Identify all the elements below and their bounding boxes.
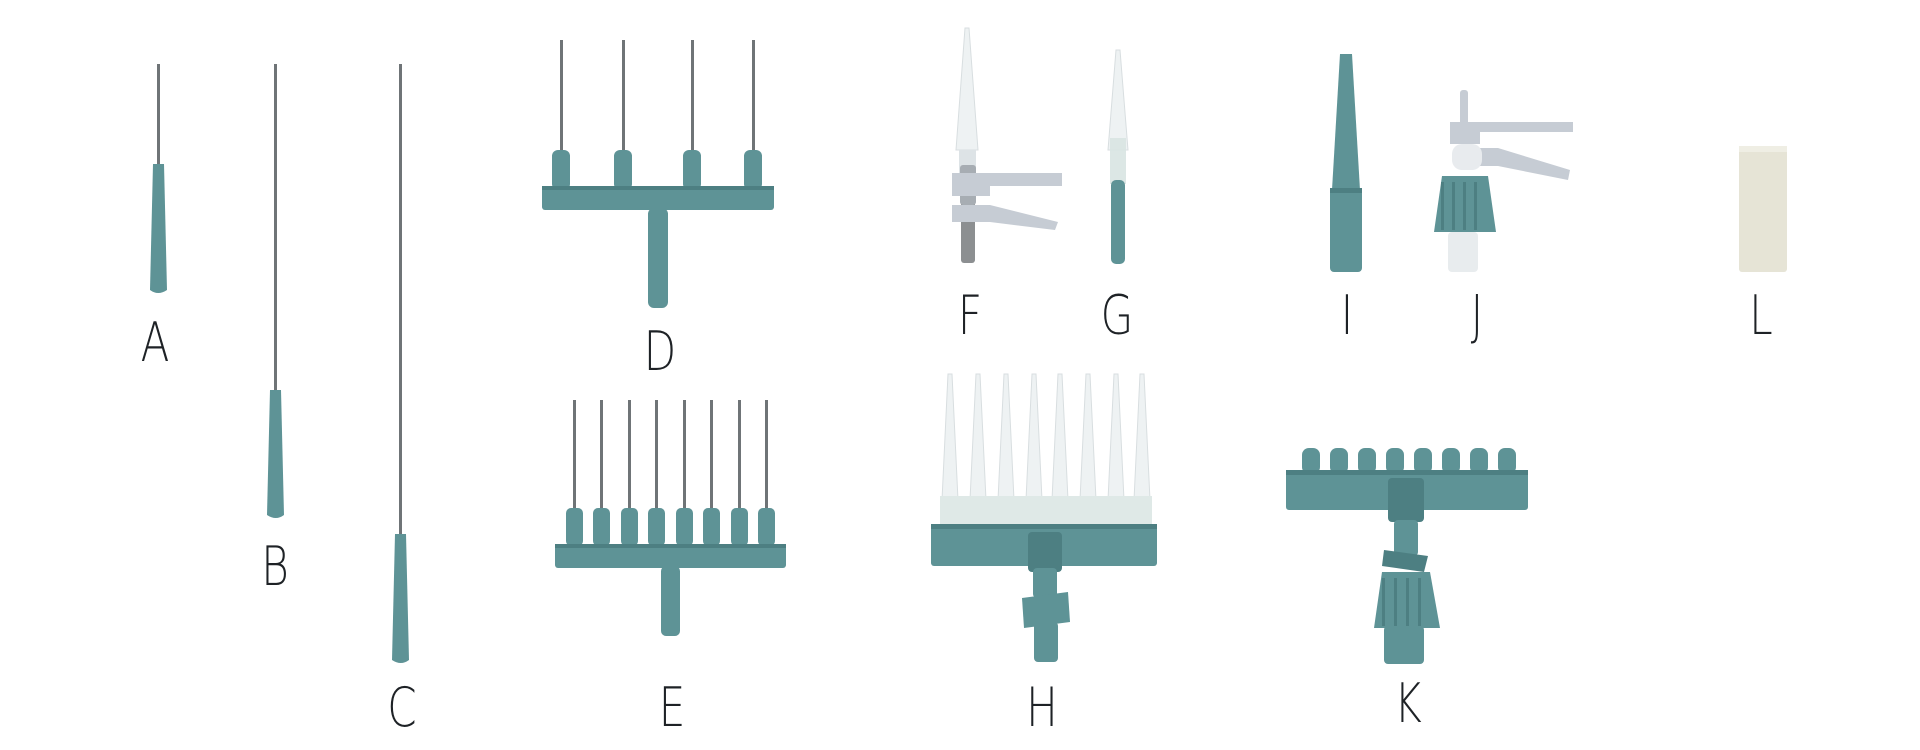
label-k: K <box>1394 672 1422 735</box>
silicone-sleeve <box>1739 146 1787 272</box>
conical-adapter <box>1330 54 1362 272</box>
pipette-tip-with-clip <box>952 27 1062 263</box>
label-g: G <box>1100 284 1134 347</box>
label-h: H <box>1026 676 1058 739</box>
label-d: D <box>643 320 677 383</box>
single-needle-short <box>150 64 167 293</box>
label-j: J <box>1470 284 1484 347</box>
four-pin-comb <box>542 40 774 308</box>
single-needle-medium <box>267 64 284 518</box>
label-l: L <box>1749 284 1773 347</box>
clip-with-nut <box>1434 90 1573 272</box>
eight-channel-manifold-with-nut <box>1286 448 1528 664</box>
label-c: C <box>387 676 417 739</box>
label-f: F <box>957 284 983 347</box>
pipette-tip-on-adapter <box>1107 49 1129 264</box>
label-e: E <box>658 676 686 739</box>
label-a: A <box>140 311 170 374</box>
label-i: I <box>1340 284 1354 347</box>
single-needle-long <box>392 64 409 663</box>
label-b: B <box>261 535 289 598</box>
eight-pin-comb <box>555 400 786 636</box>
eight-channel-tip-manifold <box>931 373 1157 662</box>
